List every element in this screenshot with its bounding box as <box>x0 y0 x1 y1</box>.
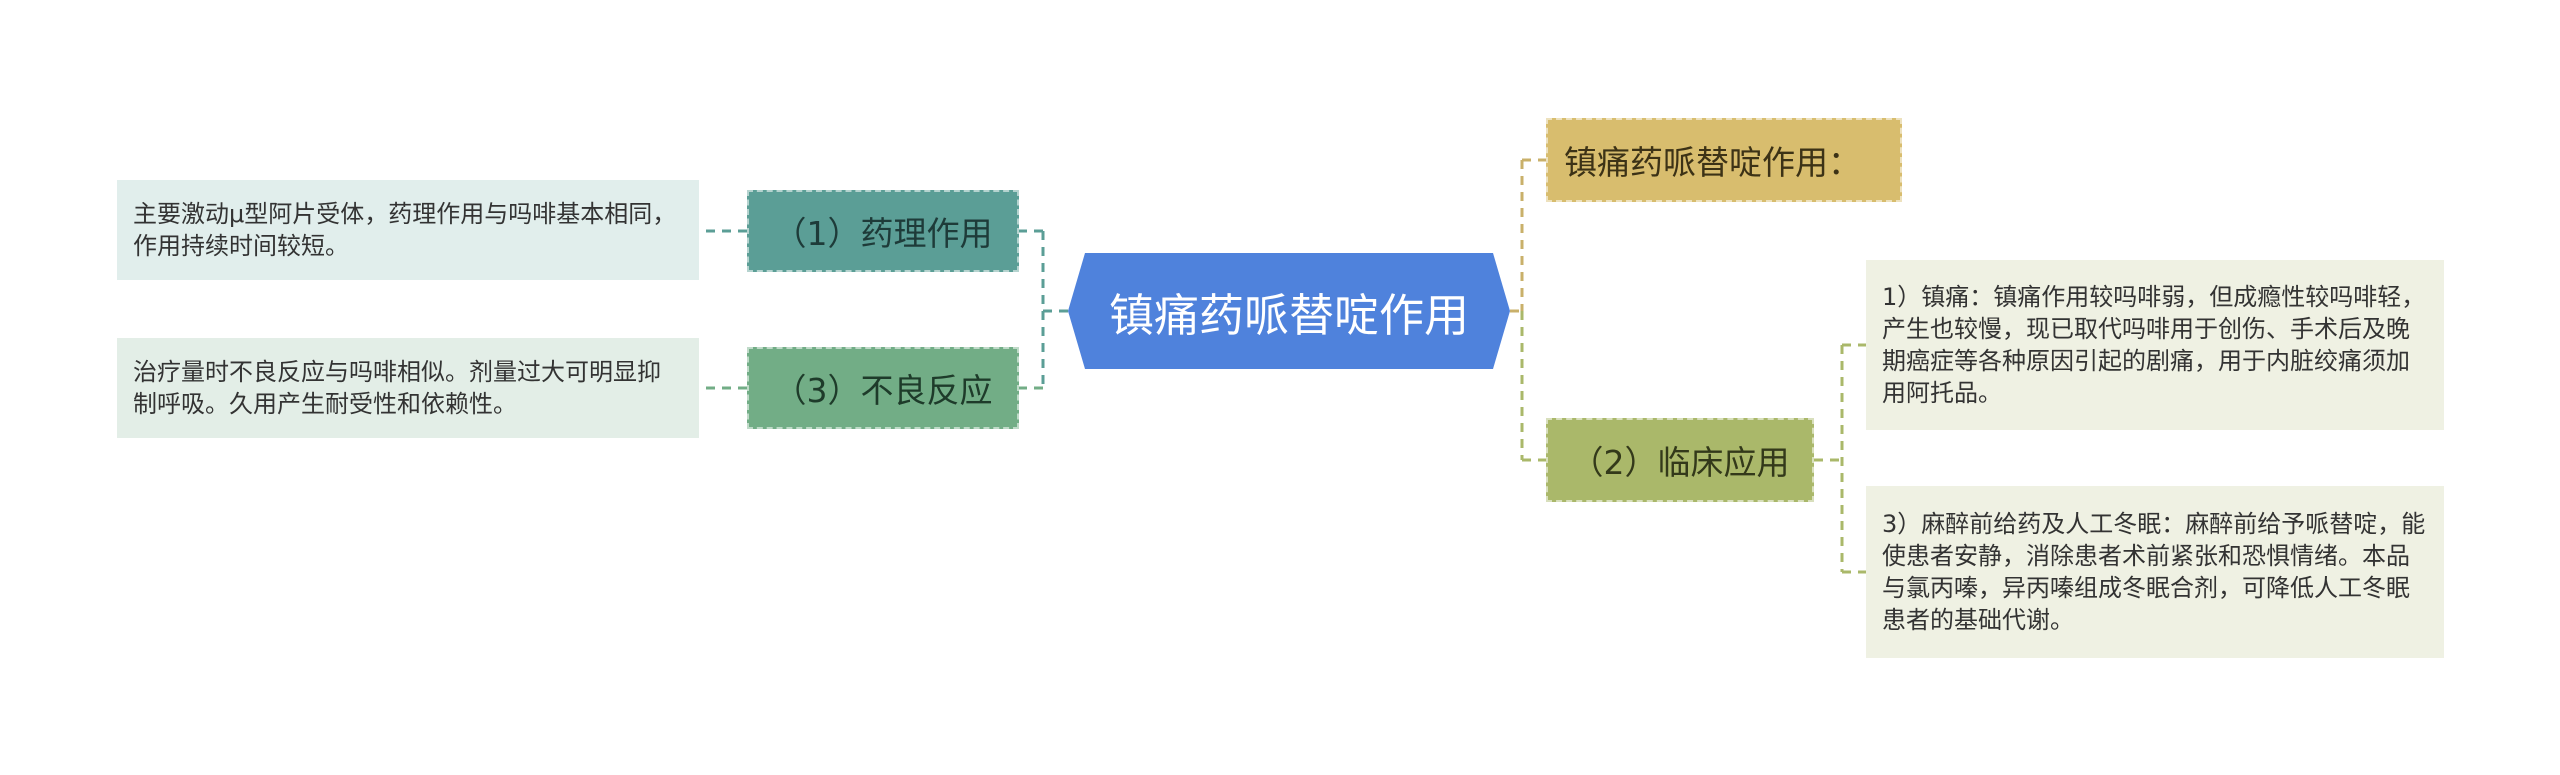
leaf-pharmacology[interactable]: 主要激动μ型阿片受体，药理作用与吗啡基本相同，作用持续时间较短。 <box>117 180 699 280</box>
branch-pharmacology[interactable]: （1）药理作用 <box>747 190 1019 272</box>
branch-title[interactable]: 镇痛药哌替啶作用： <box>1546 118 1902 202</box>
branch-clinical-use[interactable]: （2）临床应用 <box>1546 418 1814 502</box>
leaf-pharmacology-text: 主要激动μ型阿片受体，药理作用与吗啡基本相同，作用持续时间较短。 <box>133 200 677 260</box>
leaf-preanesthesia-text: 3）麻醉前给药及人工冬眠：麻醉前给予哌替啶，能使患者安静，消除患者术前紧张和恐惧… <box>1882 510 2426 634</box>
root-topic-label: 镇痛药哌替啶作用 <box>1108 288 1469 342</box>
leaf-analgesia[interactable]: 1）镇痛：镇痛作用较吗啡弱，但成瘾性较吗啡轻，产生也较慢，现已取代吗啡用于创伤、… <box>1866 260 2444 430</box>
leaf-adverse-reactions-text: 治疗量时不良反应与吗啡相似。剂量过大可明显抑制呼吸。久用产生耐受性和依赖性。 <box>133 358 661 418</box>
leaf-analgesia-text: 1）镇痛：镇痛作用较吗啡弱，但成瘾性较吗啡轻，产生也较慢，现已取代吗啡用于创伤、… <box>1882 283 2426 407</box>
branch-adverse-reactions[interactable]: （3）不良反应 <box>747 347 1019 429</box>
root-topic[interactable]: 镇痛药哌替啶作用 <box>1068 253 1510 369</box>
leaf-preanesthesia[interactable]: 3）麻醉前给药及人工冬眠：麻醉前给予哌替啶，能使患者安静，消除患者术前紧张和恐惧… <box>1866 486 2444 658</box>
leaf-adverse-reactions[interactable]: 治疗量时不良反应与吗啡相似。剂量过大可明显抑制呼吸。久用产生耐受性和依赖性。 <box>117 338 699 438</box>
branch-title-label: 镇痛药哌替啶作用： <box>1564 143 1861 182</box>
branch-clinical-use-label: （2）临床应用 <box>1570 443 1790 482</box>
branch-adverse-reactions-label: （3）不良反应 <box>773 371 993 410</box>
branch-pharmacology-label: （1）药理作用 <box>773 214 993 253</box>
